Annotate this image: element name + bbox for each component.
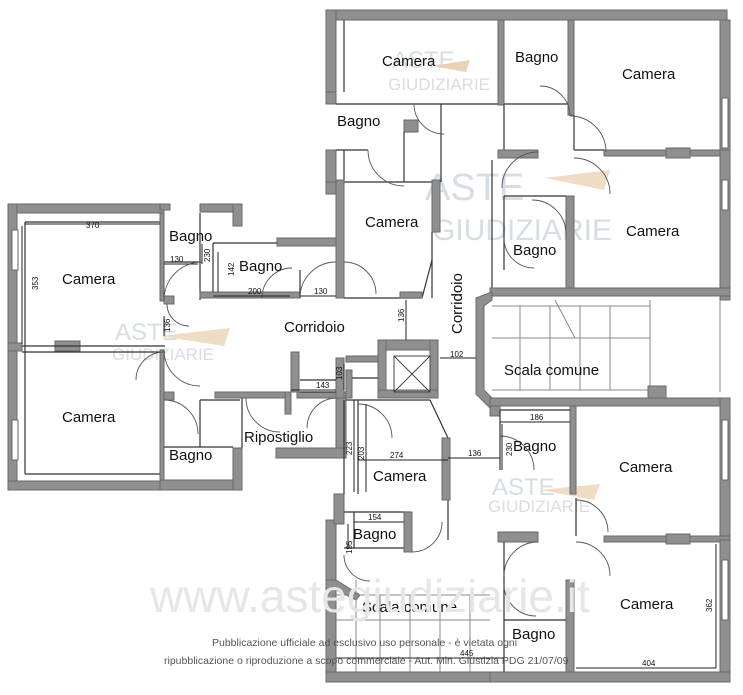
room-ripostiglio: Ripostiglio [244, 429, 313, 446]
watermark-aste: ASTE [115, 319, 178, 346]
watermark-giudiziarie: GIUDIZIARIE [388, 75, 490, 94]
watermark-url: www.astegiudiziarie.it [149, 570, 590, 622]
dim-362: 362 [705, 598, 714, 612]
dimension-lines [21, 223, 717, 669]
dim-274: 274 [390, 451, 404, 460]
room-camera: Camera [62, 271, 116, 288]
central-block [325, 9, 731, 683]
room-labels: Camera Bagno Camera Bagno Camera Camera … [62, 49, 680, 643]
dim-230: 230 [203, 248, 212, 262]
dim-130a: 130 [170, 255, 184, 264]
dim-195: 195 [345, 540, 354, 554]
room-camera: Camera [626, 223, 680, 240]
room-bagno: Bagno [515, 49, 558, 66]
dim-142: 142 [227, 262, 236, 276]
room-corridoio: Corridoio [284, 319, 345, 336]
dim-136b: 136 [397, 308, 406, 322]
room-scala-comune: Scala comune [504, 362, 599, 379]
footer-line-2: ripubblicazione o riproduzione a scopo c… [164, 655, 569, 667]
dim-186: 186 [530, 413, 544, 422]
dim-102: 102 [450, 350, 464, 359]
dim-203: 203 [357, 446, 366, 460]
room-bagno: Bagno [337, 113, 380, 130]
room-camera: Camera [62, 409, 116, 426]
room-camera: Camera [619, 459, 673, 476]
dim-223: 223 [345, 441, 354, 455]
room-corridoio-vertical: Corridoio [449, 273, 466, 334]
dim-130b: 130 [314, 287, 328, 296]
room-scala-comune: Scala comune [362, 599, 457, 616]
dim-136c: 136 [468, 449, 482, 458]
dim-404: 404 [642, 659, 656, 668]
dim-154: 154 [368, 513, 382, 522]
room-camera: Camera [622, 66, 676, 83]
gavel-icon [432, 60, 470, 72]
gavel-icon [545, 170, 610, 190]
gavel-icon [160, 328, 230, 346]
room-bagno: Bagno [169, 447, 212, 464]
dim-230b: 230 [505, 442, 514, 456]
room-camera: Camera [373, 468, 427, 485]
room-bagno: Bagno [353, 526, 396, 543]
room-bagno: Bagno [239, 258, 282, 275]
room-camera: Camera [365, 214, 419, 231]
dim-136a: 136 [163, 318, 172, 332]
dimension-labels: 370 353 130 230 142 200 130 136 136 102 … [31, 221, 714, 668]
watermark-aste: ASTE [392, 47, 455, 74]
room-bagno: Bagno [513, 242, 556, 259]
dim-445: 445 [460, 649, 474, 658]
room-bagno: Bagno [513, 438, 556, 455]
watermark-giudiziarie: GIUDIZIARIE [488, 497, 590, 516]
watermark-giudiziarie: GIUDIZIARIE [432, 214, 612, 247]
dim-200: 200 [248, 287, 262, 296]
room-bagno: Bagno [169, 228, 212, 245]
watermark-aste: ASTE [492, 474, 555, 501]
room-camera: Camera [620, 596, 674, 613]
room-camera: Camera [382, 53, 436, 70]
dim-103: 103 [335, 366, 344, 380]
dim-370: 370 [86, 221, 100, 230]
dim-143: 143 [316, 381, 330, 390]
room-bagno: Bagno [512, 626, 555, 643]
dim-353: 353 [31, 276, 40, 290]
footer-line-1: Pubblicazione ufficiale ad esclusivo uso… [212, 637, 517, 649]
